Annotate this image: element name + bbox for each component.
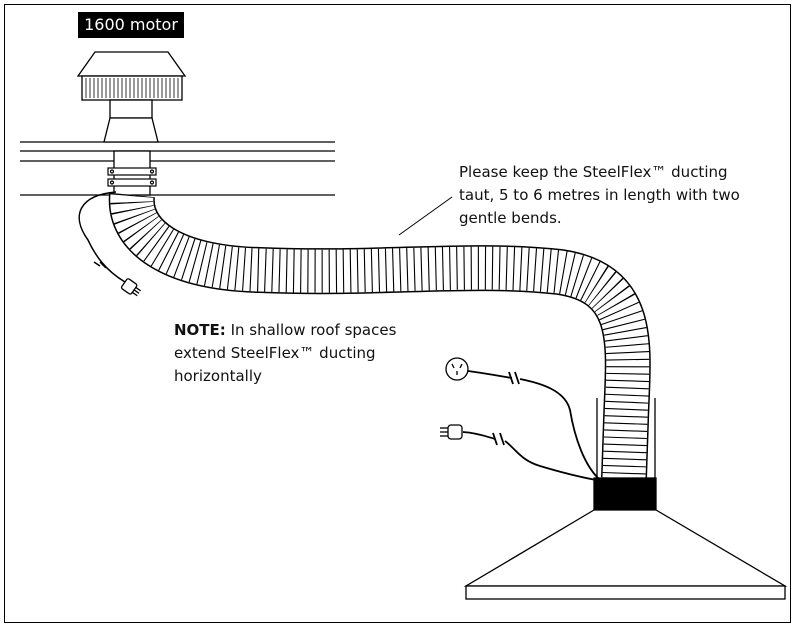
motor-plug-icon [120, 278, 142, 297]
note-heading: NOTE: [174, 321, 226, 339]
rangehood [463, 398, 788, 600]
callout-line-3: gentle bends. [459, 209, 562, 227]
motor-power-cable [78, 191, 126, 283]
ducting-callout: Please keep the SteelFlex™ ducting taut,… [459, 161, 759, 230]
power-cables [462, 370, 599, 481]
note-line-2: extend SteelFlex™ ducting [174, 344, 376, 362]
motor-label: 1600 motor [78, 12, 184, 38]
note-line-3: horizontally [174, 367, 262, 385]
note-line-1-text: In shallow roof spaces [225, 321, 397, 339]
callout-line-2: taut, 5 to 6 metres in length with two [459, 186, 740, 204]
shallow-roof-note: NOTE: In shallow roof spaces extend Stee… [174, 319, 414, 388]
diagram-frame [4, 4, 791, 623]
duct-clamps [107, 167, 157, 187]
roof-motor-cowl [76, 51, 187, 196]
motor-grille [85, 78, 179, 98]
callout-line-1: Please keep the SteelFlex™ ducting [459, 163, 728, 181]
callout-leader [398, 196, 453, 236]
steelflex-duct [108, 192, 651, 479]
power-socket-icon [445, 357, 469, 381]
appliance-plug-icon [440, 424, 463, 440]
note-line-1: NOTE: In shallow roof spaces [174, 319, 414, 342]
roof-structure [20, 141, 335, 196]
